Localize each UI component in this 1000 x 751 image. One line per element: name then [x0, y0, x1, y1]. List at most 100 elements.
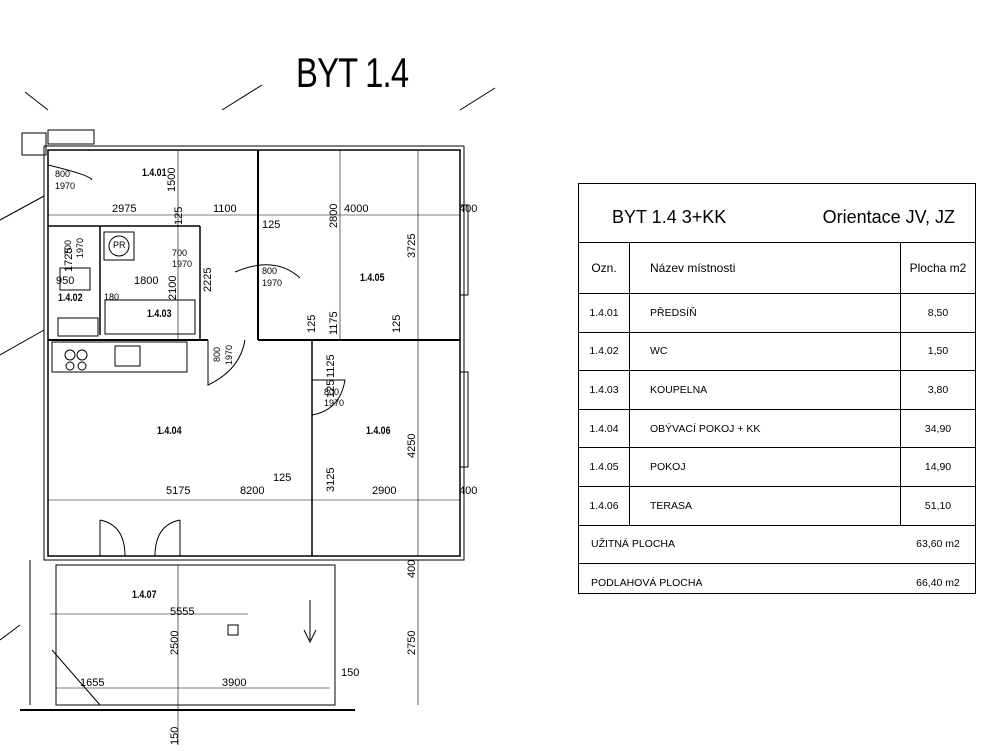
row-area: 3,80	[927, 383, 949, 396]
washbasin	[57, 317, 99, 337]
summary-row: UŽITNÁ PLOCHA 63,60 m2	[579, 526, 975, 565]
kitchen-counter	[51, 341, 188, 373]
dimension-label: 180	[104, 292, 120, 302]
header-code: Ozn.	[579, 243, 630, 293]
door-width-label: 800	[324, 387, 340, 397]
door-height-label: 1970	[75, 237, 85, 258]
column	[21, 132, 47, 156]
dimension-label: 125	[262, 219, 281, 231]
exterior-line	[0, 329, 45, 356]
door-swing	[47, 164, 93, 181]
row-area: 14,90	[924, 461, 952, 474]
row-name: OBÝVACÍ POKOJ + KK	[629, 409, 901, 448]
table-header-row: Ozn. Název místnosti Plocha m2	[579, 243, 975, 294]
row-code: 1.4.01	[579, 294, 630, 332]
row-name: POKOJ	[629, 448, 901, 486]
terrace-railing	[51, 649, 101, 706]
table-orientation: Orientace JV, JZ	[822, 207, 955, 227]
balcony-door	[99, 519, 181, 557]
header-area: Plocha m2	[909, 261, 967, 275]
wall	[47, 149, 461, 557]
door-width-label: 700	[63, 239, 73, 255]
window	[459, 371, 469, 468]
room-label: 1.4.07	[132, 589, 157, 601]
row-area: 34,90	[924, 422, 952, 435]
terrace-planter	[227, 624, 239, 636]
door-swing	[207, 339, 246, 386]
row-area: 8,50	[927, 306, 949, 319]
door-height-label: 1970	[262, 278, 283, 288]
dimension-label: 1800	[134, 275, 159, 287]
dimension-label: 4000	[344, 203, 369, 215]
dimension-label: 2800	[328, 203, 340, 228]
toilet	[59, 267, 91, 291]
dimension-label: 1125	[325, 354, 337, 378]
row-name: WC	[629, 332, 901, 371]
fixture-label: PR	[113, 240, 126, 250]
row-name: TERASA	[629, 486, 901, 525]
table-title-row: BYT 1.4 3+KK Orientace JV, JZ	[579, 184, 975, 243]
exterior-line	[24, 91, 49, 111]
summary-value: 63,60 m2	[916, 538, 960, 551]
exterior-line	[221, 84, 263, 111]
exterior-line	[459, 87, 496, 111]
door-width-label: 800	[262, 266, 278, 276]
dimension-label: 2975	[112, 203, 137, 215]
dimension-label: 125	[306, 314, 318, 333]
door-swing	[311, 379, 346, 416]
bathtub	[104, 299, 196, 335]
row-area: 1,50	[927, 345, 949, 358]
header-name: Název místnosti	[629, 243, 901, 293]
door-width-label: 800	[55, 169, 71, 179]
table-row: 1.4.03 KOUPELNA 3,80	[579, 371, 975, 410]
row-area: 51,10	[924, 499, 952, 512]
dimension-label: 400	[459, 485, 478, 497]
dimension-label: 3125	[325, 467, 337, 492]
dimension-label: 2225	[202, 267, 214, 292]
door-height-label: 1970	[324, 398, 345, 408]
table-row: 1.4.06 TERASA 51,10	[579, 486, 975, 526]
dimension-label: 1100	[213, 203, 237, 215]
dimension-label: 5175	[166, 485, 191, 497]
hob	[76, 349, 88, 361]
row-code: 1.4.06	[579, 486, 630, 525]
room-schedule-table: BYT 1.4 3+KK Orientace JV, JZ Ozn. Název…	[578, 183, 976, 594]
dimension-label: 2500	[169, 630, 181, 655]
wall	[43, 146, 465, 561]
dimension-label: 125	[391, 314, 403, 333]
dimension-label: 150	[341, 667, 360, 679]
table-title: BYT 1.4 3+KK	[612, 207, 727, 227]
door-width-label: 700	[172, 248, 188, 258]
plan-title: BYT 1.4	[296, 49, 409, 96]
row-code: 1.4.05	[579, 448, 630, 486]
door-swing	[234, 264, 301, 279]
dimension-label: 125	[273, 472, 292, 484]
door-width-label: 800	[212, 346, 222, 362]
dimension-label: 3725	[406, 233, 418, 258]
dimension-label: 150	[169, 726, 181, 745]
dimension-label: 950	[56, 275, 75, 287]
door-height-label: 1970	[55, 181, 76, 191]
dimension-label: 2100	[167, 275, 179, 300]
dimension-label: 1175	[328, 311, 340, 335]
row-name: KOUPELNA	[629, 371, 901, 409]
dimension-label: 8200	[240, 485, 265, 497]
dimension-label: 2900	[372, 485, 397, 497]
room-label: 1.4.05	[360, 272, 385, 284]
door-height-label: 1970	[172, 259, 193, 269]
room-label: 1.4.02	[58, 292, 83, 304]
arrow	[303, 600, 317, 644]
row-code: 1.4.04	[579, 409, 630, 448]
summary-label: PODLAHOVÁ PLOCHA	[591, 576, 703, 589]
washing-machine	[103, 231, 135, 261]
room-label: 1.4.04	[157, 425, 182, 437]
room-label: 1.4.03	[147, 308, 172, 320]
table-row: 1.4.04 OBÝVACÍ POKOJ + KK 34,90	[579, 409, 975, 449]
exterior-line	[0, 624, 21, 641]
table-row: 1.4.02 WC 1,50	[579, 332, 975, 372]
dimension-label: 1655	[80, 677, 105, 689]
room-label: 1.4.06	[366, 425, 391, 437]
washing-machine-drum	[108, 235, 130, 257]
dimension-label: 1500	[166, 167, 178, 192]
